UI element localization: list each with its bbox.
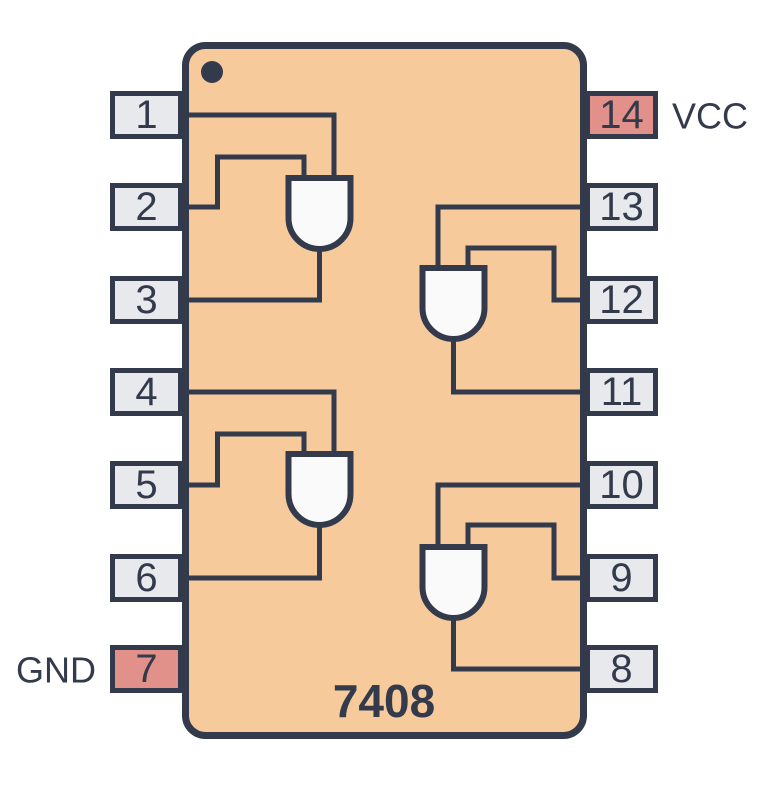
chip-part-number: 7408 bbox=[333, 675, 435, 727]
vcc-label: VCC bbox=[672, 96, 748, 137]
pin-box-12 bbox=[585, 276, 658, 324]
gnd-label: GND bbox=[16, 650, 96, 691]
pin-11: 11 bbox=[585, 368, 658, 416]
wire-pin2-to-gate1-input-b bbox=[186, 154, 307, 210]
left-pins: 1 2 3 4 5 6 7 bbox=[110, 91, 183, 693]
pin-box-7 bbox=[110, 645, 183, 693]
and-gate-1-icon bbox=[285, 175, 354, 252]
pin-box-13 bbox=[585, 183, 658, 231]
pin-box-5 bbox=[110, 461, 183, 509]
pin-number-14: 14 bbox=[599, 93, 644, 137]
pin-number-1: 1 bbox=[135, 93, 157, 137]
pin-number-12: 12 bbox=[599, 278, 644, 322]
pin-12: 12 bbox=[585, 276, 658, 324]
wire-pin1-to-gate1-input-a bbox=[186, 112, 337, 180]
pin-number-2: 2 bbox=[135, 185, 157, 229]
wire-pin5-to-gate2-input-b bbox=[186, 431, 307, 488]
wire-pin10-to-gate4-input-a bbox=[435, 482, 583, 549]
pin-7: 7 bbox=[110, 645, 183, 693]
pin-box-4 bbox=[110, 368, 183, 416]
and-gate-3-icon bbox=[419, 265, 488, 342]
wire-pin9-to-gate4-input-b bbox=[465, 522, 583, 581]
pin-number-4: 4 bbox=[135, 370, 157, 414]
pin-number-3: 3 bbox=[135, 278, 157, 322]
pin-number-5: 5 bbox=[135, 463, 157, 507]
pin-number-6: 6 bbox=[135, 556, 157, 600]
pin-6: 6 bbox=[110, 554, 183, 602]
pin-box-1 bbox=[110, 91, 183, 139]
and-gate-4-icon bbox=[419, 544, 488, 621]
pin-box-14 bbox=[585, 91, 658, 139]
wire-pin4-to-gate2-input-a bbox=[186, 389, 337, 456]
pin-number-9: 9 bbox=[610, 556, 632, 600]
pin-number-11: 11 bbox=[601, 370, 643, 414]
and-gates bbox=[285, 175, 488, 621]
pin-14: 14 bbox=[585, 91, 658, 139]
pin-box-11 bbox=[585, 368, 658, 416]
pin-box-8 bbox=[585, 645, 658, 693]
pin-number-10: 10 bbox=[599, 463, 644, 507]
pin-4: 4 bbox=[110, 368, 183, 416]
pin1-indicator-dot-icon bbox=[201, 61, 223, 83]
pin-box-9 bbox=[585, 554, 658, 602]
wire-gate1-output-to-pin3 bbox=[186, 245, 322, 303]
right-pins: 14 13 12 11 10 9 8 bbox=[585, 91, 658, 693]
pin-5: 5 bbox=[110, 461, 183, 509]
pin-box-10 bbox=[585, 461, 658, 509]
pin-8: 8 bbox=[585, 645, 658, 693]
pin-number-13: 13 bbox=[599, 185, 644, 229]
and-gate-2-icon bbox=[285, 451, 354, 528]
pin-box-3 bbox=[110, 276, 183, 324]
pin-1: 1 bbox=[110, 91, 183, 139]
pin-number-7: 7 bbox=[135, 647, 157, 691]
pin-number-8: 8 bbox=[610, 647, 632, 691]
pin-box-6 bbox=[110, 554, 183, 602]
pin-2: 2 bbox=[110, 183, 183, 231]
wire-gate2-output-to-pin6 bbox=[186, 521, 322, 581]
pin-9: 9 bbox=[585, 554, 658, 602]
pin-3: 3 bbox=[110, 276, 183, 324]
pin-10: 10 bbox=[585, 461, 658, 509]
wire-pin12-to-gate3-input-b bbox=[465, 245, 583, 303]
pin-13: 13 bbox=[585, 183, 658, 231]
pin-box-2 bbox=[110, 183, 183, 231]
internal-wires bbox=[186, 112, 583, 672]
wire-gate3-output-to-pin11 bbox=[451, 335, 583, 395]
wire-gate4-output-to-pin8 bbox=[451, 614, 583, 672]
wire-pin13-to-gate3-input-a bbox=[435, 204, 583, 270]
